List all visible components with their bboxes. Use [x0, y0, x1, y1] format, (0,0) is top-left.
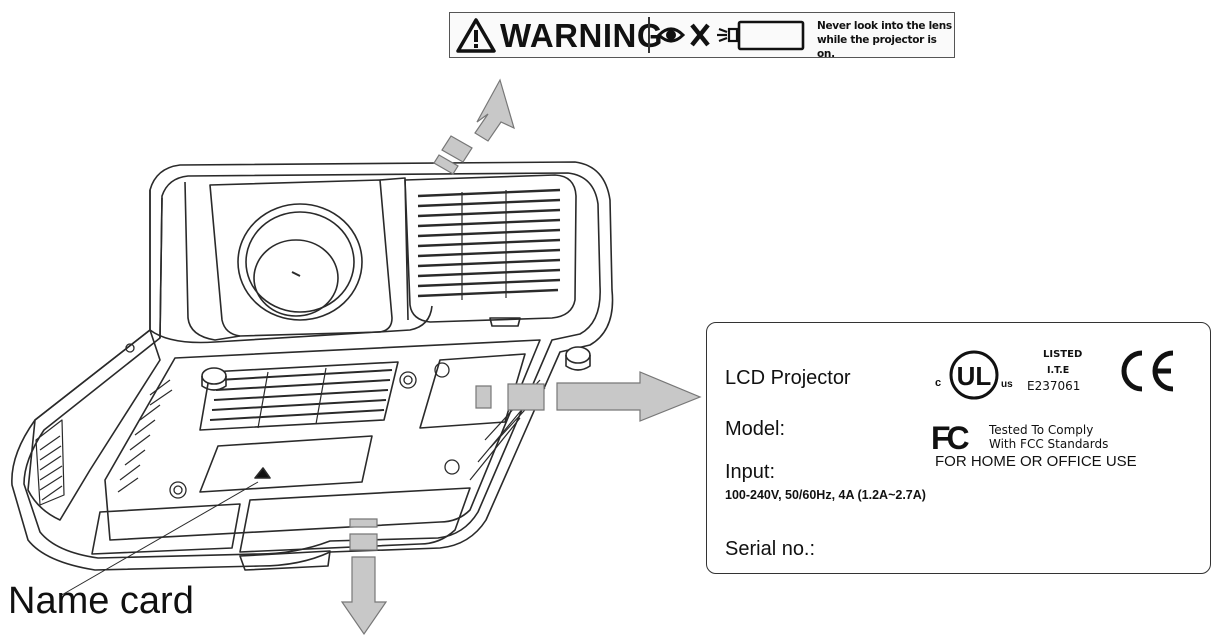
- bottom-filter-frame: [199, 361, 399, 431]
- fcc-home-office-use: FOR HOME OR OFFICE USE: [935, 453, 1137, 470]
- bottom-panel: [104, 339, 541, 541]
- input-rating: 100-240V, 50/60Hz, 4A (1.2A~2.7A): [725, 488, 926, 502]
- ce-mark-icon: CE: [1121, 350, 1174, 392]
- serial-label: Serial no.:: [725, 538, 816, 560]
- arrow-down: [340, 518, 388, 636]
- cross-icon: [690, 23, 710, 47]
- ul-file-number: E237061: [1027, 379, 1081, 393]
- side-vent: [35, 419, 65, 506]
- lens: [237, 203, 363, 321]
- fcc-standards: With FCC Standards: [989, 437, 1109, 451]
- ul-mark-text: UL: [957, 361, 992, 391]
- fcc-mark-text: FC: [931, 421, 970, 453]
- product-name: LCD Projector: [725, 367, 851, 389]
- top-grille: [417, 188, 561, 298]
- warning-message: Never look into the lens while the proje…: [817, 19, 953, 61]
- projector-light-icon: [717, 20, 805, 51]
- eye-icon: [656, 27, 686, 43]
- fcc-tested: Tested To Comply: [989, 423, 1094, 437]
- warning-message-line1: Never look into the lens: [817, 20, 952, 32]
- do-not-look-into-lens-pictogram: [656, 20, 805, 51]
- ul-us-text: us: [1001, 379, 1013, 390]
- arrow-to-warning: [433, 78, 515, 175]
- warning-message-line2: while the projector is on.: [817, 34, 937, 60]
- fcc-mark-icon: FC: [931, 421, 974, 453]
- projector-front-face: [27, 329, 161, 521]
- warning-divider: [648, 17, 650, 53]
- bottom-filter: [209, 367, 393, 429]
- projector-body-inner: [23, 172, 601, 559]
- ul-listed: LISTED: [1043, 349, 1083, 360]
- label-area: [419, 353, 526, 429]
- warning-sticker: WARNING Never look into the lens while t…: [449, 12, 955, 61]
- rating-label: LCD Projector Model: Input: 100-240V, 50…: [706, 322, 1211, 574]
- lamp-cover: [239, 487, 471, 553]
- warning-title: WARNING: [500, 17, 663, 54]
- top-grille-frame: [404, 174, 577, 323]
- adjustable-foot-left: [201, 367, 227, 391]
- adjustable-foot-right: [565, 346, 591, 371]
- name-card-callout: Name card: [8, 580, 194, 622]
- ul-c-text: c: [935, 377, 942, 389]
- model-label: Model:: [725, 418, 786, 440]
- ul-ite: I.T.E: [1047, 365, 1070, 376]
- name-card-leader: [59, 481, 259, 597]
- arrow-to-rating-label: [475, 371, 702, 422]
- name-card-area: [199, 435, 373, 493]
- input-label: Input:: [725, 461, 776, 483]
- warning-triangle-icon: [456, 18, 496, 53]
- name-card-pointer: [254, 467, 271, 479]
- ul-mark-icon: UL: [949, 350, 999, 400]
